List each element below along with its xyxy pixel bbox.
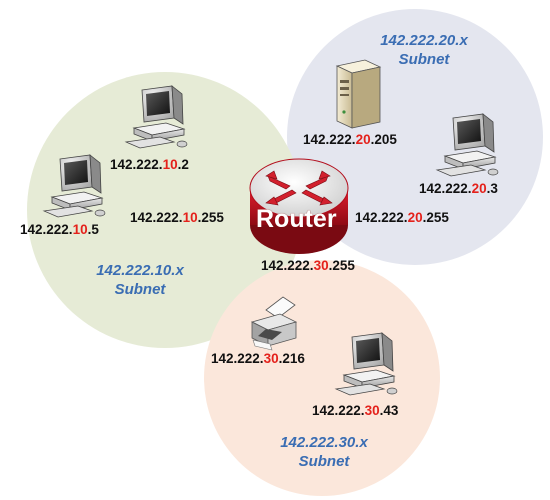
router-label: Router	[256, 205, 337, 233]
ip-label-pc-20-3: 142.222.20.3	[419, 181, 498, 196]
ip-label-router-20: 142.222.20.255	[355, 210, 449, 225]
subnet-10-label: 142.222.10.x Subnet	[86, 261, 194, 299]
subnet-20-label: 142.222.20.x Subnet	[372, 31, 476, 69]
ip-label-pc-10-5: 142.222.10.5	[20, 222, 99, 237]
ip-label-printer-30-216: 142.222.30.216	[211, 351, 305, 366]
router-icon	[249, 158, 349, 254]
subnet-20-title: 142.222.20.x	[380, 32, 468, 49]
subnet-10-caption: Subnet	[114, 281, 166, 298]
subnet-20-caption: Subnet	[398, 51, 450, 68]
subnet-10-region	[27, 72, 303, 348]
subnet-30-caption: Subnet	[298, 453, 350, 470]
printer-icon	[250, 296, 298, 351]
ip-label-pc-10-2: 142.222.10.2	[110, 157, 189, 172]
server-tower-icon	[335, 59, 382, 129]
ip-label-router-10: 142.222.10.255	[130, 210, 224, 225]
subnet-30-title: 142.222.30.x	[280, 434, 368, 451]
ip-label-server-20-205: 142.222.20.205	[303, 132, 397, 147]
ip-label-router-30: 142.222.30.255	[261, 258, 355, 273]
subnet-10-title: 142.222.10.x	[96, 262, 184, 279]
ip-label-pc-30-43: 142.222.30.43	[312, 403, 399, 418]
subnet-30-label: 142.222.30.x Subnet	[270, 433, 378, 471]
